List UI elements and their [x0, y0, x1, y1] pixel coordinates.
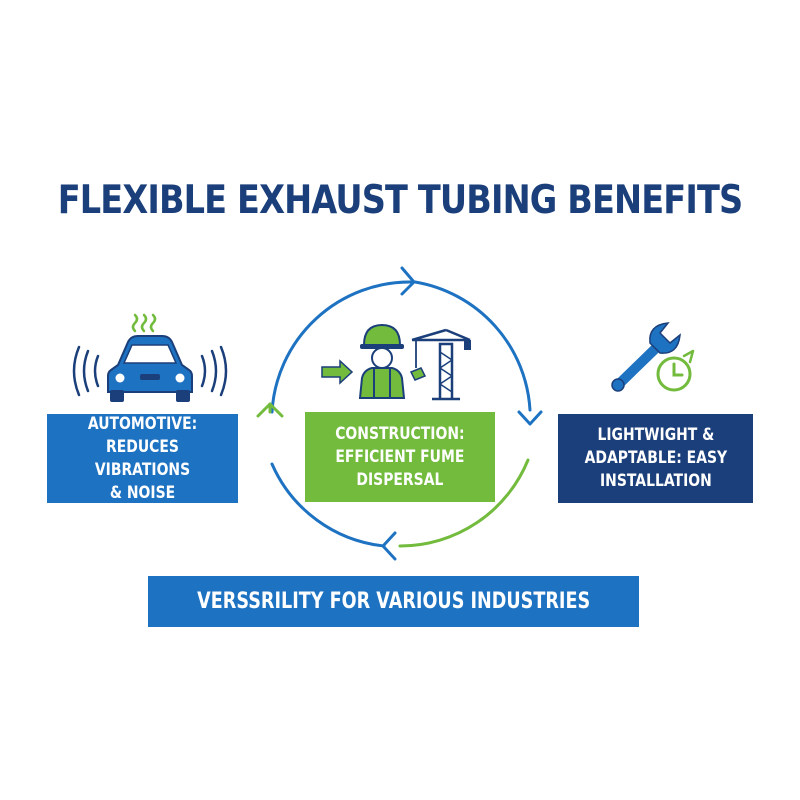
benefit-text-construction: CONSTRUCTION: EFFICIENT FUME DISPERSAL [335, 423, 465, 490]
benefit-text-automotive: AUTOMOTIVE: REDUCES VIBRATIONS & NOISE [87, 413, 198, 503]
cycle-arrow-left-head [256, 402, 284, 418]
construction-worker-crane-icon [321, 323, 471, 401]
wrench-clock-icon [611, 322, 695, 392]
cycle-arrow-right [413, 280, 543, 426]
cycle-arrow-left [270, 462, 386, 548]
page-title: FLEXIBLE EXHAUST TUBING BENEFITS [57, 178, 743, 223]
versatility-banner-text: VERSSRILITY FOR VARIOUS INDUSTRIES [196, 589, 591, 614]
benefit-text-installation: LIGHTWIGHT & ADAPTABLE: EASY INSTALLATIO… [584, 425, 727, 491]
benefit-box-automotive: AUTOMOTIVE: REDUCES VIBRATIONS & NOISE [47, 414, 238, 503]
benefit-box-installation: LIGHTWIGHT & ADAPTABLE: EASY INSTALLATIO… [558, 414, 753, 503]
car-icon [72, 313, 228, 402]
cycle-arrow-bottom [398, 458, 530, 548]
benefit-box-construction: CONSTRUCTION: EFFICIENT FUME DISPERSAL [305, 412, 495, 502]
versatility-banner: VERSSRILITY FOR VARIOUS INDUSTRIES [148, 576, 639, 627]
